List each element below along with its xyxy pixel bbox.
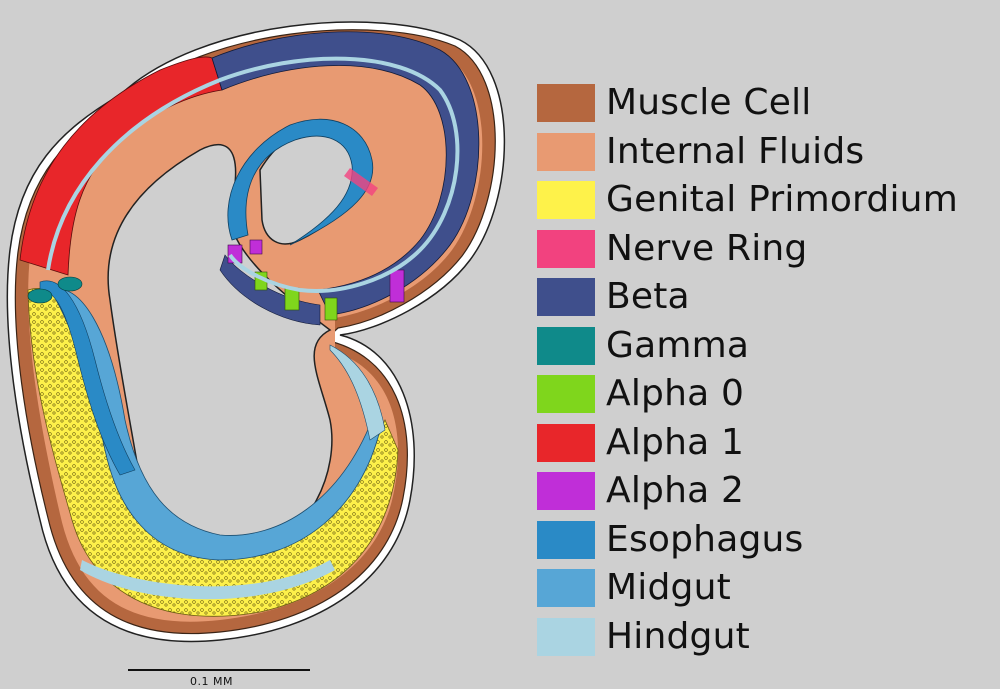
legend-item: Alpha 0 xyxy=(537,370,997,419)
legend-swatch xyxy=(537,520,595,559)
gamma-cells xyxy=(27,276,83,304)
alpha-0-cells xyxy=(254,271,338,321)
legend-item: Hindgut xyxy=(537,613,997,662)
legend-swatch xyxy=(537,423,595,462)
scale-bar-label: 0.1 MM xyxy=(190,675,233,688)
legend-item: Beta xyxy=(537,273,997,322)
legend-item: Nerve Ring xyxy=(537,225,997,274)
legend-item: Alpha 1 xyxy=(537,419,997,468)
legend-label: Internal Fluids xyxy=(606,130,865,172)
legend-label: Midgut xyxy=(606,567,731,609)
legend-swatch xyxy=(537,375,595,414)
legend-item: Muscle Cell xyxy=(537,79,997,128)
worm-diagram xyxy=(6,21,506,671)
legend-item: Gamma xyxy=(537,322,997,371)
legend-swatch xyxy=(537,569,595,608)
legend-swatch xyxy=(537,278,595,317)
legend-swatch xyxy=(537,84,595,123)
gut-lumen xyxy=(46,56,460,293)
legend-item: Alpha 2 xyxy=(537,467,997,516)
legend-swatch xyxy=(537,472,595,511)
alpha-2-cells xyxy=(227,239,405,303)
legend-label: Alpha 1 xyxy=(606,421,745,463)
legend-label: Alpha 2 xyxy=(606,470,745,512)
legend-item: Internal Fluids xyxy=(537,128,997,177)
legend-swatch xyxy=(537,181,595,220)
nerve-ring xyxy=(344,168,378,196)
legend-item: Esophagus xyxy=(537,516,997,565)
legend-label: Nerve Ring xyxy=(606,227,808,269)
legend-item: Genital Primordium xyxy=(537,176,997,225)
legend-swatch xyxy=(537,617,595,656)
legend-swatch xyxy=(537,229,595,268)
legend-label: Hindgut xyxy=(606,615,750,657)
legend-label: Beta xyxy=(606,276,690,318)
legend-label: Esophagus xyxy=(606,518,804,560)
legend-label: Genital Primordium xyxy=(606,179,958,221)
legend-swatch xyxy=(537,132,595,171)
legend-label: Gamma xyxy=(606,324,750,366)
legend-label: Muscle Cell xyxy=(606,82,812,124)
esophagus xyxy=(39,118,374,476)
legend-label: Alpha 0 xyxy=(606,373,745,415)
legend-item: Midgut xyxy=(537,564,997,613)
legend-swatch xyxy=(537,326,595,365)
midgut-tube xyxy=(49,288,386,600)
